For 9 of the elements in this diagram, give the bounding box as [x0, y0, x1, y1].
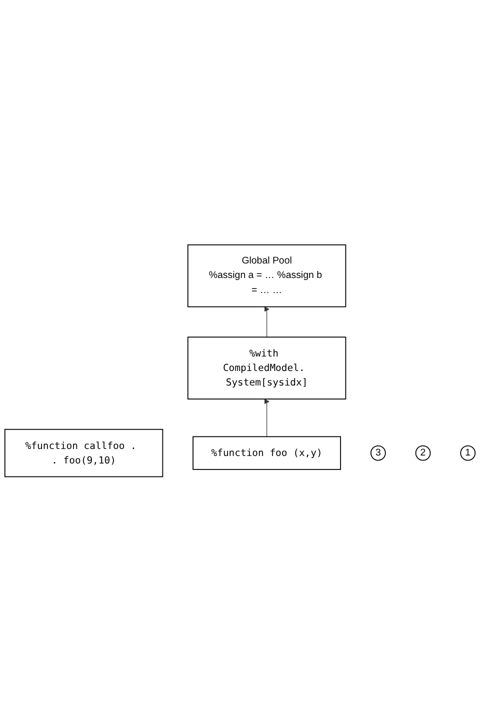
node-box: Global Pool %assign a = … %assign b = … …	[187, 244, 346, 307]
node-circle: 3	[370, 445, 386, 460]
node-circle: 2	[415, 445, 431, 460]
node-box: %with CompiledModel. System[sysidx]	[187, 336, 346, 400]
node-box: %function foo (x,y)	[192, 436, 341, 470]
node-circle: 1	[460, 445, 476, 460]
arrow	[264, 306, 270, 338]
node-box: %function callfoo . . foo(9,10)	[4, 428, 164, 477]
arrow	[264, 398, 270, 437]
